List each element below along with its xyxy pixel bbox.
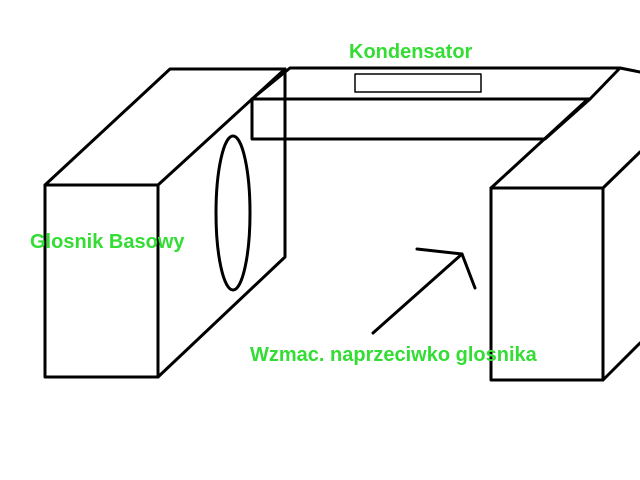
amplifier-front-face: [489, 186, 605, 382]
bass-speaker-front-face: [43, 183, 160, 379]
bass-speaker-side-face: [156, 67, 287, 379]
arrow-head: [415, 247, 477, 290]
arrow: [371, 247, 477, 335]
amplifier-top-back: [601, 150, 640, 190]
capacitor-bar-top: [250, 66, 622, 101]
bass-speaker-cone: [214, 134, 252, 292]
bass-speaker-label: Glosnik Basowy: [30, 231, 185, 253]
amplifier-top-face: [489, 97, 590, 190]
capacitor-bar-edge: [618, 66, 640, 74]
capacitor: [354, 73, 482, 93]
amplifier-label: Wzmac. naprzeciwko glosnika: [250, 344, 537, 366]
amplifier-side-edge: [601, 341, 640, 382]
bass-speaker-top-face: [43, 67, 287, 187]
arrow-shaft: [371, 252, 464, 335]
amplifier-box: [489, 97, 640, 382]
bass-speaker-box: [43, 67, 287, 379]
capacitor-label: Kondensator: [349, 41, 473, 63]
capacitor-bar-front: [250, 97, 592, 141]
